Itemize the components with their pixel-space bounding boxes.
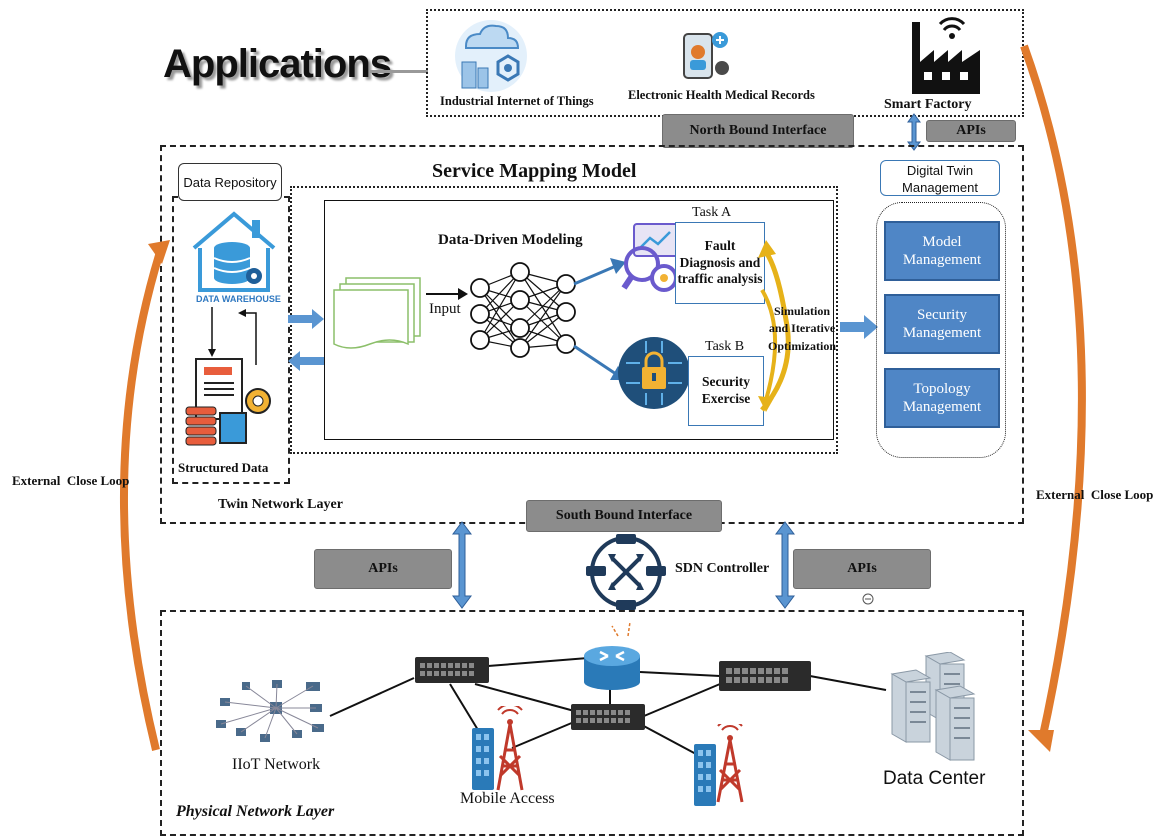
input-documents-icon <box>333 277 421 349</box>
sdn-controller-icon <box>586 534 666 610</box>
task-b-box: Security Exercise <box>688 356 764 426</box>
cursor-icon <box>862 593 874 605</box>
external-loop-right-arrow <box>1020 44 1086 752</box>
apis-top: APIs <box>926 120 1016 142</box>
south-arrow-left <box>452 521 472 609</box>
model-to-dt-arrow <box>840 315 878 339</box>
factory-app-label: Smart Factory <box>884 97 972 112</box>
security-lock-icon <box>618 337 688 409</box>
external-loop-left-arrow <box>119 240 170 751</box>
repo-model-arrows <box>288 309 324 371</box>
modeling-box <box>324 200 834 440</box>
dt-management-panel <box>876 202 1006 458</box>
structured-data-label: Structured Data <box>178 460 269 475</box>
service-mapping-title: Service Mapping Model <box>432 160 637 182</box>
south-arrow-right <box>775 521 795 609</box>
twin-layer-label: Twin Network Layer <box>218 497 343 512</box>
data-warehouse-icon <box>192 211 276 292</box>
input-label: Input <box>429 301 461 317</box>
dt-management-title: Digital Twin Management <box>880 160 1000 196</box>
iiot-icon <box>455 20 527 92</box>
task-a-title: Task A <box>692 205 732 220</box>
router-icon <box>584 646 640 690</box>
data-repository-label: Data Repository <box>178 163 282 201</box>
neural-network-icon <box>470 262 576 358</box>
north-bound-interface: North Bound Interface <box>662 114 854 148</box>
task-b-title: Task B <box>705 339 745 354</box>
applications-title: Applications <box>163 42 392 86</box>
data-warehouse-label: DATA WAREHOUSE <box>196 294 281 304</box>
external-loop-left-label: External Close Loop <box>12 473 130 488</box>
security-management-box: Security Management <box>884 294 1000 354</box>
sdn-controller-label: SDN Controller <box>675 561 770 576</box>
data-center-label: Data Center <box>883 768 986 789</box>
mobile-access-label: Mobile Access <box>460 790 555 807</box>
factory-icon <box>912 17 980 94</box>
switch-3-icon <box>719 661 811 691</box>
applications-connector <box>370 70 428 73</box>
repository-arrows <box>208 307 257 365</box>
structured-data-icon <box>185 358 271 446</box>
apis-left: APIs <box>314 549 452 589</box>
switch-1-icon <box>415 657 489 683</box>
simulation-curve-arrows <box>758 240 791 412</box>
south-bound-interface: South Bound Interface <box>526 500 722 532</box>
physical-network-layer-box <box>160 610 1024 836</box>
north-apis-arrow <box>907 113 921 151</box>
model-management-box: Model Management <box>884 221 1000 281</box>
switch-2-icon <box>571 704 645 730</box>
iiot-network-label: IIoT Network <box>232 756 321 773</box>
task-a-box: Fault Diagnosis and traffic analysis <box>675 222 765 304</box>
simulation-label: Simulation and Iterative Optimization <box>768 304 836 353</box>
topology-management-box: Topology Management <box>884 368 1000 428</box>
data-driven-label: Data-Driven Modeling <box>438 232 583 248</box>
input-arrow <box>426 288 468 300</box>
apis-right: APIs <box>793 549 931 589</box>
external-loop-right-label: External Close Loop <box>1036 487 1154 502</box>
physical-layer-label: Physical Network Layer <box>176 803 335 820</box>
iiot-app-label: Industrial Internet of Things <box>440 94 594 108</box>
mobile-tower-1-icon <box>472 706 524 791</box>
health-records-icon <box>683 32 729 79</box>
mobile-tower-2-icon <box>694 724 744 806</box>
iiot-network-icon <box>216 680 324 742</box>
health-app-label: Electronic Health Medical Records <box>628 88 815 102</box>
data-center-icon <box>890 652 976 761</box>
